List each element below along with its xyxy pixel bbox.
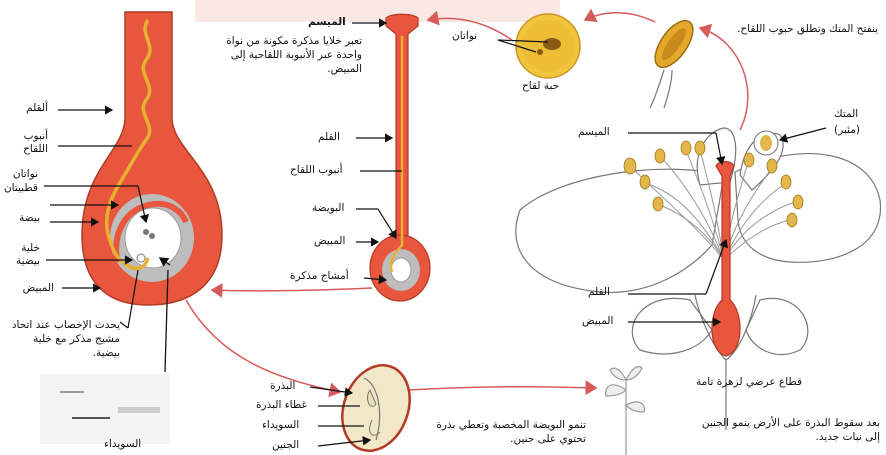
two-nuclei-label: نواتان	[13, 168, 38, 181]
anther-open-note: ينفتح المتك وتطلق حبوب اللقاح.	[718, 22, 878, 36]
pollen-grain	[498, 14, 580, 78]
polar-nuclei-label: قطبيتان	[4, 182, 38, 195]
seed-coat-label: غطاء البذرة	[256, 399, 307, 412]
cotyledon-label: السويداء	[262, 419, 299, 432]
middle-description: تعبر خلايا مذكرة مكونة من نواة واحدة عبر…	[210, 34, 362, 76]
pollen-nuclei-label: نواتان	[452, 30, 477, 43]
faded-seed-section	[40, 374, 170, 444]
seed-note: تنمو البويضة المخصبة وتعطي بذرة تحتوي عل…	[410, 418, 586, 446]
seed	[331, 356, 421, 455]
seedling-note: بعد سقوط البذرة على الأرض ينمو الجنين إل…	[690, 416, 880, 444]
left-style-label: ألقلم	[26, 102, 48, 115]
seed-label: البذرة	[270, 380, 295, 393]
middle-ovary-label: المبيض	[314, 235, 345, 248]
flower-style-label: القلم	[588, 286, 610, 299]
middle-style-label: القلم	[318, 131, 340, 144]
flower-ovary-label: المبيض	[582, 315, 613, 328]
left-egg-label: بيضة	[19, 212, 40, 225]
flower-stigma-label: الميسم	[578, 126, 610, 139]
pollen-grain-label: حبة لقاح	[522, 80, 559, 93]
bottom-left-label: السويداء	[104, 438, 141, 451]
anther-paren-label: (مئبر)	[834, 124, 860, 137]
seedling	[606, 367, 645, 455]
middle-pistil	[370, 14, 430, 301]
left-pollen-tube-label: أنبوب اللقاح	[2, 130, 48, 156]
middle-stigma-label: الميسم	[308, 16, 346, 29]
egg-cell-label: خلية بيضية	[6, 242, 40, 268]
embryo-label: الجنين	[272, 439, 299, 452]
fertilization-note: يحدث الإخصاب عند اتحاد مشيج مذكر مع خلية…	[4, 318, 120, 360]
opening-anther	[648, 14, 700, 108]
middle-pollen-tube-label: أنبوب اللقاح	[290, 164, 343, 177]
middle-ovule-label: البويضة	[312, 202, 344, 215]
male-gametes-label: أمشاج مذكرة	[290, 270, 349, 283]
anther-label: المتك	[834, 108, 858, 121]
header-tint	[195, 0, 560, 22]
left-ovary-label: المبيض	[23, 282, 54, 295]
flower-caption: قطاع عرضي لزهرة تامة	[696, 376, 802, 389]
